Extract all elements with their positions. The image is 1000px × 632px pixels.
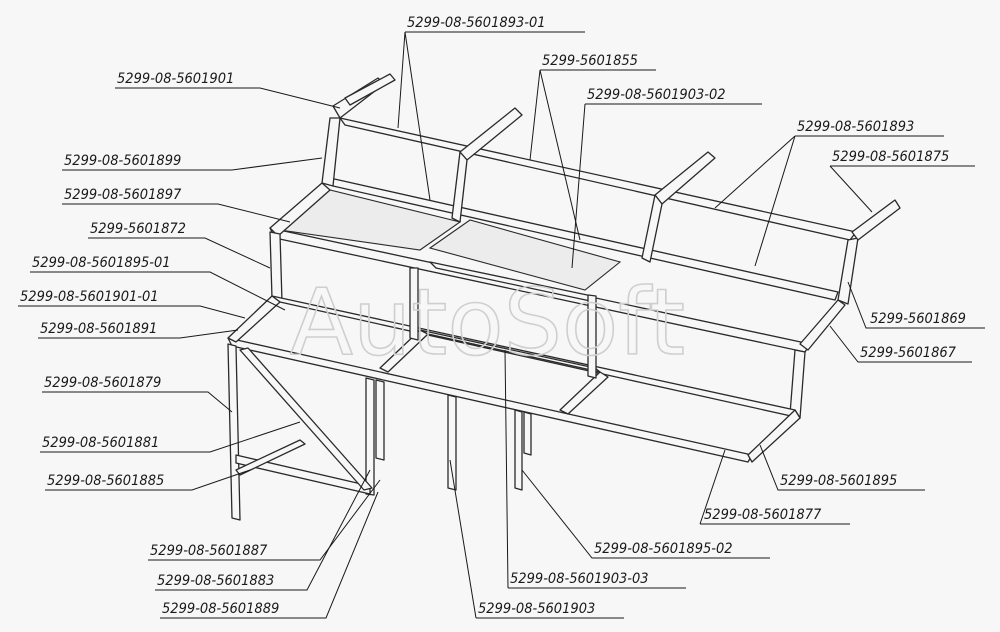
- leader-5601893-01: [397, 31, 585, 201]
- center-post-1: [409, 267, 419, 341]
- center-post-2: [587, 294, 597, 379]
- upper-panel-middle: [428, 219, 622, 291]
- callout-5299-08-5601903-03: 5299-08-5601903-03: [510, 571, 649, 587]
- upper-right-rail: [799, 299, 846, 351]
- leader-5601867: [829, 325, 972, 363]
- leader-5601895-01: [30, 271, 286, 311]
- callout-5299-08-5601901: 5299-08-5601901: [117, 71, 234, 87]
- leg-back-mid-b: [523, 411, 532, 456]
- leader-5601903: [449, 459, 624, 619]
- leader-5601903-03: [504, 349, 686, 589]
- callout-5299-5601867: 5299-5601867: [860, 345, 957, 361]
- table-front-rail: [227, 337, 753, 463]
- leg-front-left: [227, 343, 241, 521]
- leader-5601897: [62, 203, 291, 223]
- top-right-post: [837, 237, 859, 305]
- callout-5299-08-5601879: 5299-08-5601879: [44, 375, 161, 391]
- callout-5299-5601869: 5299-5601869: [870, 311, 966, 327]
- leader-5601877: [699, 449, 850, 525]
- top-left-post: [321, 117, 341, 187]
- leader-5601887: [148, 479, 381, 561]
- upper-post-mid-1: [451, 151, 468, 223]
- callout-5299-08-5601885: 5299-08-5601885: [47, 473, 164, 489]
- callout-5299-08-5601883: 5299-08-5601883: [157, 573, 274, 589]
- callout-labels: 5299-08-5601893-01 5299-5601855 5299-08-…: [20, 15, 966, 617]
- callout-5299-08-5601889: 5299-08-5601889: [162, 601, 279, 617]
- callout-5299-08-5601901-01: 5299-08-5601901-01: [20, 289, 159, 305]
- callout-5299-08-5601877: 5299-08-5601877: [704, 507, 822, 523]
- leader-5601891: [38, 329, 239, 339]
- leader-5601901: [115, 87, 341, 109]
- callout-5299-08-5601897: 5299-08-5601897: [64, 187, 182, 203]
- callout-5299-08-5601887: 5299-08-5601887: [150, 543, 268, 559]
- leader-5601883: [155, 469, 371, 591]
- callout-5299-08-5601903: 5299-08-5601903: [478, 601, 595, 617]
- callout-5299-08-5601903-02: 5299-08-5601903-02: [587, 87, 726, 103]
- leader-5601893: [714, 135, 944, 267]
- frame-structure: [227, 73, 901, 521]
- leader-5601901-01: [18, 305, 246, 319]
- leader-5601875: [829, 165, 975, 213]
- callout-5299-5601855: 5299-5601855: [542, 53, 638, 69]
- leg-back-mid: [514, 409, 523, 491]
- callout-5299-08-5601899: 5299-08-5601899: [64, 153, 181, 169]
- top-left-cap: [344, 73, 396, 106]
- bottom-crossbar: [235, 439, 306, 476]
- leader-5601903-02: [571, 103, 762, 269]
- table-right-rail: [747, 409, 801, 463]
- watermark-text: AutoSoft: [290, 269, 685, 376]
- leader-5601895-02: [521, 469, 770, 559]
- callout-5299-5601872: 5299-5601872: [90, 221, 186, 237]
- callout-5299-08-5601875: 5299-08-5601875: [832, 149, 949, 165]
- leader-5601855: [529, 69, 656, 241]
- leader-5601889: [160, 491, 379, 619]
- leader-5601872: [88, 237, 271, 269]
- leg-front-mid: [447, 394, 457, 491]
- callout-5299-08-5601891: 5299-08-5601891: [40, 321, 157, 337]
- callout-5299-08-5601895-02: 5299-08-5601895-02: [594, 541, 733, 557]
- leader-5601869: [847, 281, 985, 329]
- upper-right-upright: [789, 349, 806, 419]
- leader-lines: [18, 31, 985, 619]
- diagonal-brace: [239, 347, 373, 491]
- callout-5299-08-5601895-01: 5299-08-5601895-01: [32, 255, 171, 271]
- leader-5601879: [42, 391, 233, 413]
- table-left-rail: [227, 295, 281, 343]
- callout-5299-08-5601893: 5299-08-5601893: [797, 119, 914, 135]
- upper-left-upright: [269, 231, 283, 303]
- table-cross-2: [559, 371, 609, 415]
- callout-5299-08-5601895: 5299-08-5601895: [780, 473, 897, 489]
- leader-5601899: [62, 157, 323, 171]
- upper-post-mid-2: [641, 194, 663, 263]
- leader-5601895: [759, 444, 925, 491]
- leg-mid-left-b: [375, 379, 385, 461]
- leg-mid-left: [365, 377, 375, 496]
- callout-5299-08-5601881: 5299-08-5601881: [42, 435, 159, 451]
- callout-5299-08-5601893-01: 5299-08-5601893-01: [407, 15, 546, 31]
- leader-5601885: [45, 469, 251, 491]
- leader-5601881: [40, 421, 301, 453]
- top-right-diagonal: [851, 199, 901, 241]
- mid-rail-lower: [419, 329, 601, 373]
